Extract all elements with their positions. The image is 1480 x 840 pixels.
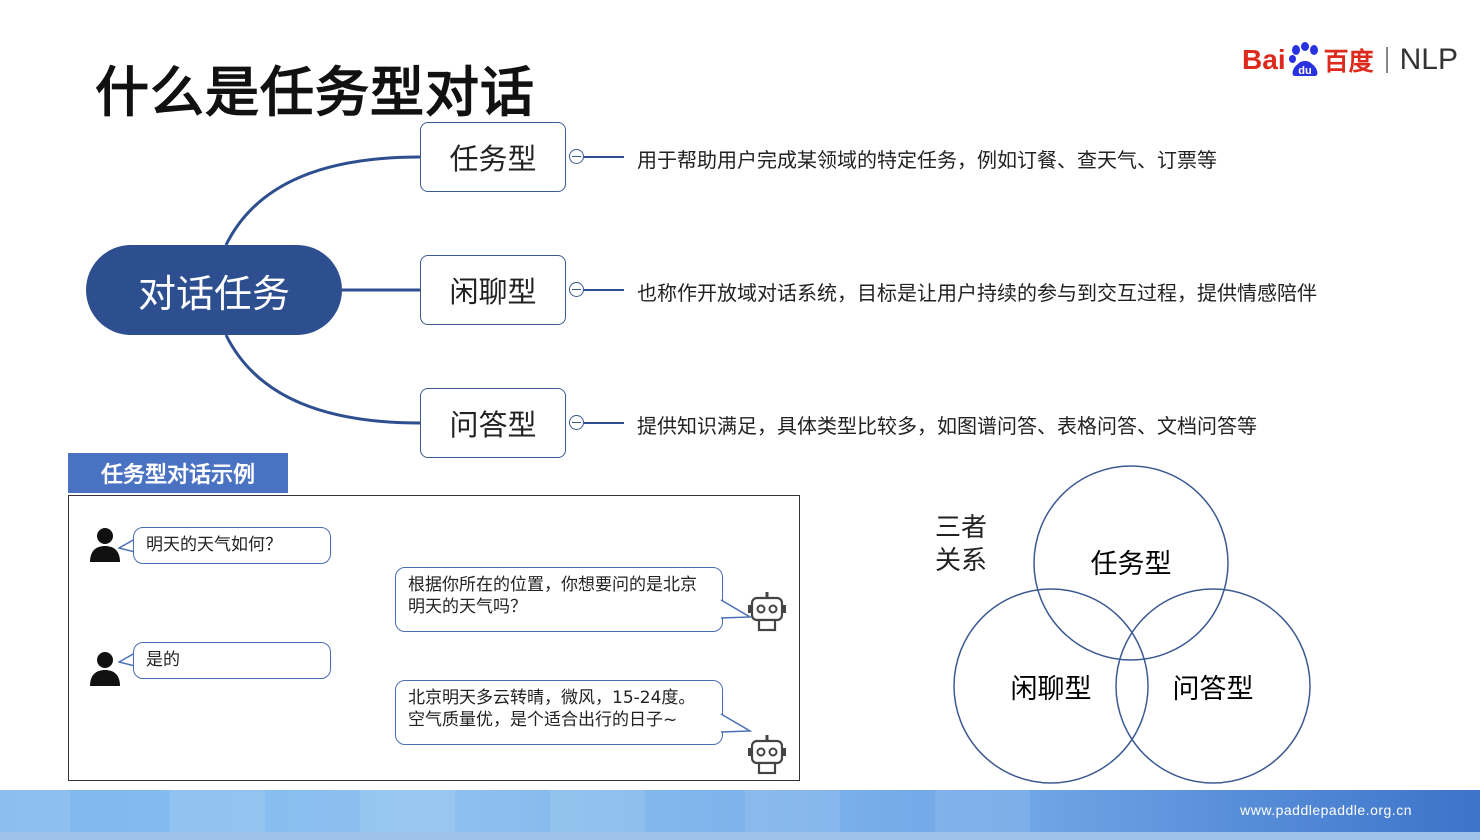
footer-bar (0, 790, 1480, 840)
example-section-label: 任务型对话示例 (68, 453, 288, 493)
venn-text-chat: 闲聊型 (1011, 674, 1092, 705)
connector-bottom (224, 334, 421, 425)
branch-desc-qa: 提供知识满足，具体类型比较多，如图谱问答、表格问答、文档问答等 (637, 414, 1257, 438)
baidu-paw-icon: du (1288, 42, 1318, 77)
footer-tile (360, 790, 455, 832)
collapse-icon[interactable] (569, 415, 584, 430)
logo-brand-latin: Bai (1242, 44, 1286, 75)
venn-circle-chat (953, 588, 1149, 784)
venn-circle-qa (1115, 588, 1311, 784)
branch-node-task: 任务型 (420, 122, 566, 192)
logo-du-text: du (1298, 65, 1311, 77)
chat-bubble-bot: 北京明天多云转晴，微风，15-24度。空气质量优，是个适合出行的日子~ (395, 680, 723, 745)
branch-node-qa: 问答型 (420, 388, 566, 458)
bubble-tail (118, 538, 136, 553)
venn-circle-task (1033, 465, 1229, 661)
venn-text-qa: 问答型 (1173, 674, 1254, 705)
example-dialog-box (68, 495, 800, 781)
user-icon (90, 528, 120, 562)
connector-top (224, 155, 421, 246)
robot-icon (748, 592, 786, 632)
logo-product: NLP (1399, 43, 1458, 76)
footer-tile (0, 790, 70, 832)
mindmap-connectors (224, 155, 624, 425)
venn-diagram: 任务型 闲聊型 问答型 (953, 465, 1311, 784)
footer-tile (935, 790, 1030, 832)
venn-label-line2: 关系 (935, 546, 988, 576)
footer-tile (550, 790, 645, 832)
bubble-tail (720, 599, 752, 619)
chat-bubble-bot: 根据你所在的位置，你想要问的是北京明天的天气吗？ (395, 567, 723, 632)
user-icon (90, 652, 120, 686)
footer-strip (0, 832, 1480, 840)
chat-bubble-user: 明天的天气如何？ (133, 527, 331, 564)
mindmap-root: 对话任务 (86, 245, 342, 335)
footer-tile (745, 790, 840, 832)
footer-url: www.paddlepaddle.org.cn (1240, 802, 1412, 818)
collapse-icon[interactable] (569, 282, 584, 297)
bubble-tail (720, 713, 752, 733)
venn-text-task: 任务型 (1091, 549, 1172, 580)
logo-brand-cn: 百度 (1323, 47, 1374, 76)
chat-bubble-user: 是的 (133, 642, 331, 679)
branch-node-chat: 闲聊型 (420, 255, 566, 325)
robot-icon (748, 735, 786, 775)
venn-label-line1: 三者 (935, 513, 988, 543)
footer-tile (170, 790, 265, 832)
logo-separator (1385, 47, 1388, 73)
bubble-tail (118, 652, 136, 667)
collapse-icon[interactable] (569, 149, 584, 164)
slide-title: 什么是任务型对话 (95, 61, 535, 124)
branch-desc-chat: 也称作开放域对话系统，目标是让用户持续的参与到交互过程，提供情感陪伴 (637, 281, 1317, 305)
branch-desc-task: 用于帮助用户完成某领域的特定任务，例如订餐、查天气、订票等 (637, 148, 1217, 172)
venn-label: 三者 关系 (935, 512, 995, 578)
baidu-nlp-logo: Bai du 百度 NLP (1242, 38, 1458, 82)
